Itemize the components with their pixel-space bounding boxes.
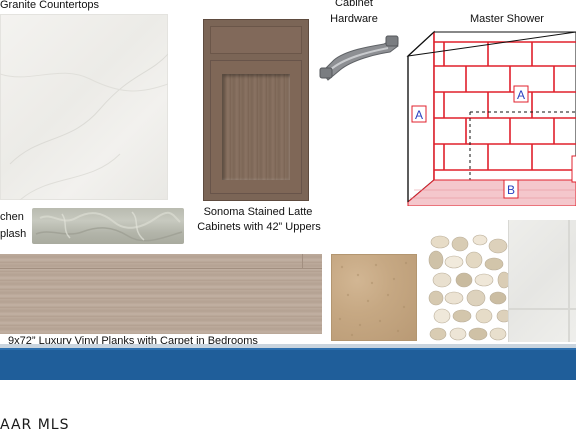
marker-a-left: A: [415, 108, 423, 122]
carpet-swatch: [332, 255, 416, 340]
footer-band: [0, 348, 576, 380]
tile-grout-line: [508, 308, 576, 310]
plank-end-seam: [302, 254, 303, 268]
countertop-swatch: [0, 14, 168, 200]
pebble-tile-swatch: [428, 234, 512, 342]
cabinets-label-line1: Sonoma Stained Latte: [203, 206, 313, 218]
backsplash-label-line1: chen: [0, 211, 24, 223]
floor-tile-swatch: [508, 220, 576, 342]
marker-b-floor: B: [507, 183, 515, 197]
mls-watermark: AAR MLS: [0, 417, 70, 433]
cabinet-drawer-front: [210, 26, 302, 54]
cabinet-door-panel: [222, 74, 290, 180]
hardware-label-line1: Cabinet: [335, 0, 373, 9]
backsplash-tile-swatch: [32, 208, 184, 244]
hardware-label-line2: Hardware: [330, 13, 378, 25]
backsplash-label-line2: plash: [0, 228, 27, 240]
plank-seam: [0, 268, 322, 269]
cabinets-label-line2: Cabinets with 42” Uppers: [197, 221, 321, 233]
shower-layout-diagram: A A B: [406, 30, 576, 206]
footer-band-highlight: [0, 344, 576, 348]
cabinet-pull-handle-icon: [319, 35, 399, 81]
cabinet-door-swatch: [204, 20, 308, 200]
cabinet-door-frame: [210, 60, 302, 194]
countertops-label: Granite Countertops: [0, 0, 100, 11]
marker-a-back: A: [517, 88, 525, 102]
tile-grout-line: [568, 220, 570, 342]
vinyl-plank-swatch: [0, 254, 322, 334]
shower-label: Master Shower: [470, 13, 544, 25]
